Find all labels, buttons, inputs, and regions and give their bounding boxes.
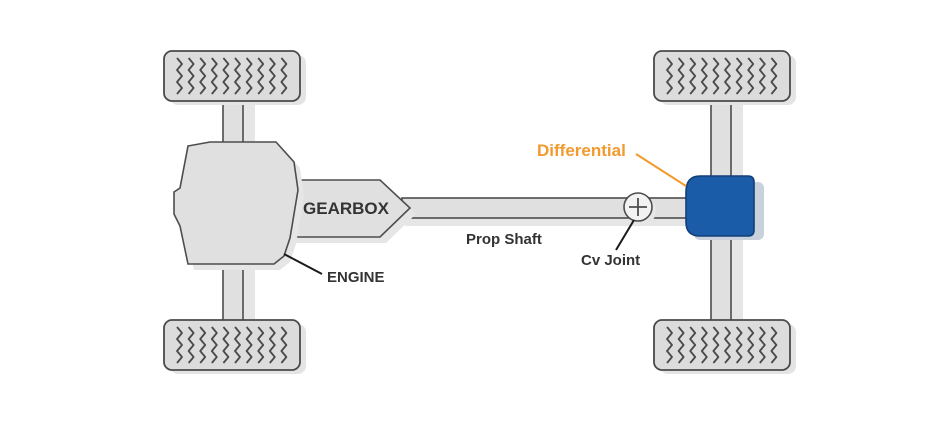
cv-joint <box>623 192 656 225</box>
tire-tread <box>735 326 743 364</box>
tire-tread <box>677 57 685 95</box>
tire-tread <box>210 57 218 95</box>
tire-tread <box>724 326 731 364</box>
differential <box>685 175 764 240</box>
tire-tread <box>187 326 195 364</box>
tire <box>653 50 791 102</box>
tire-tread <box>245 57 253 95</box>
tire-tread <box>770 326 778 364</box>
tire-tread <box>677 326 685 364</box>
tire-tread <box>222 326 230 364</box>
tire-tread <box>758 57 766 95</box>
tire-tread <box>758 326 766 364</box>
tire-tread <box>245 326 253 364</box>
tire-tread <box>257 326 265 364</box>
tire-tread <box>712 57 720 95</box>
tire <box>653 319 791 371</box>
gearbox <box>285 179 416 243</box>
engine <box>173 141 304 270</box>
tire <box>163 319 301 371</box>
gearbox-label: GEARBOX <box>303 199 390 218</box>
tire-tread <box>280 57 288 95</box>
cv-joint-leader-line <box>615 219 635 251</box>
tire-tread <box>770 57 778 95</box>
wheels <box>163 50 796 374</box>
tire-tread <box>666 326 673 364</box>
tire-tread <box>187 57 195 95</box>
tire-tread <box>280 326 288 364</box>
cv-joint-label: Cv Joint <box>581 252 640 269</box>
wheel-front-left <box>163 50 306 105</box>
tire-tread <box>222 57 230 95</box>
tire-tread <box>712 326 720 364</box>
differential-label: Differential <box>537 141 626 160</box>
tire-tread <box>735 57 743 95</box>
tire-tread <box>199 57 207 95</box>
tire-tread <box>234 57 241 95</box>
tire-tread <box>268 57 276 95</box>
wheel-rear-right <box>653 319 796 374</box>
tire-tread <box>176 326 183 364</box>
tire-tread <box>689 57 697 95</box>
tire-tread <box>666 57 673 95</box>
wheel-rear-left <box>653 50 796 105</box>
tire-tread <box>199 326 207 364</box>
tire <box>163 50 301 102</box>
tire-tread <box>268 326 276 364</box>
engine-label: ENGINE <box>327 269 385 286</box>
tire-tread <box>747 326 755 364</box>
tire-tread <box>700 57 708 95</box>
prop-shaft-label: Prop Shaft <box>466 231 542 248</box>
differential-leader-line <box>635 153 687 187</box>
tire-tread <box>747 57 755 95</box>
tire-tread <box>234 326 241 364</box>
engine-leader-line <box>283 253 323 275</box>
tire-tread <box>210 326 218 364</box>
tire-tread <box>257 57 265 95</box>
tire-tread <box>689 326 697 364</box>
tire-tread <box>176 57 183 95</box>
tire-tread <box>700 326 708 364</box>
prop-shaft <box>401 197 695 226</box>
wheel-front-right <box>163 319 306 374</box>
tire-tread <box>724 57 731 95</box>
